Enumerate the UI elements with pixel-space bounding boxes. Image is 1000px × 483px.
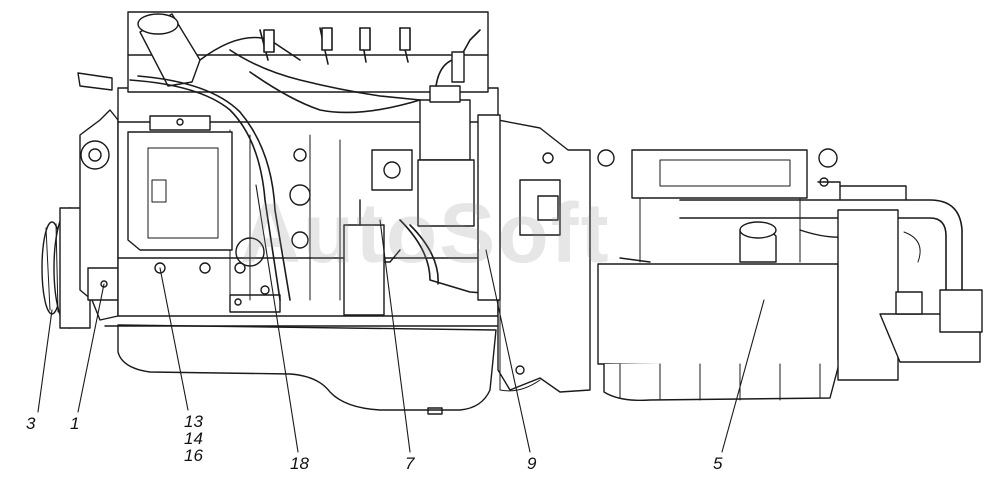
fuel-pump [343,29,511,316]
fuel-injection-lines [129,27,421,301]
callout-7: 7 [405,454,415,473]
leader-1 [77,283,105,413]
leader-7 [379,219,411,453]
leader-9 [485,249,531,453]
gearbox [597,148,851,402]
callout-9: 9 [527,454,537,473]
leader-5 [721,299,765,453]
callout-13: 13 [184,412,203,431]
leader-3 [37,309,53,413]
rear-unit [837,209,983,381]
leader-13 [159,267,189,411]
flywheel-housing [477,114,591,393]
air-pipe [679,177,963,291]
ecu-unit [127,115,233,251]
callout-16: 16 [184,446,203,465]
callout-1: 1 [70,414,80,433]
callout-14: 14 [184,429,203,448]
oil-pan [104,314,501,415]
leader-18 [255,184,299,453]
callout-3: 3 [26,414,36,433]
callout-18: 18 [290,454,309,473]
front-cover [77,72,119,321]
callout-leaders [37,184,765,453]
oil-filler-cap [137,13,201,87]
callout-5: 5 [713,454,723,473]
